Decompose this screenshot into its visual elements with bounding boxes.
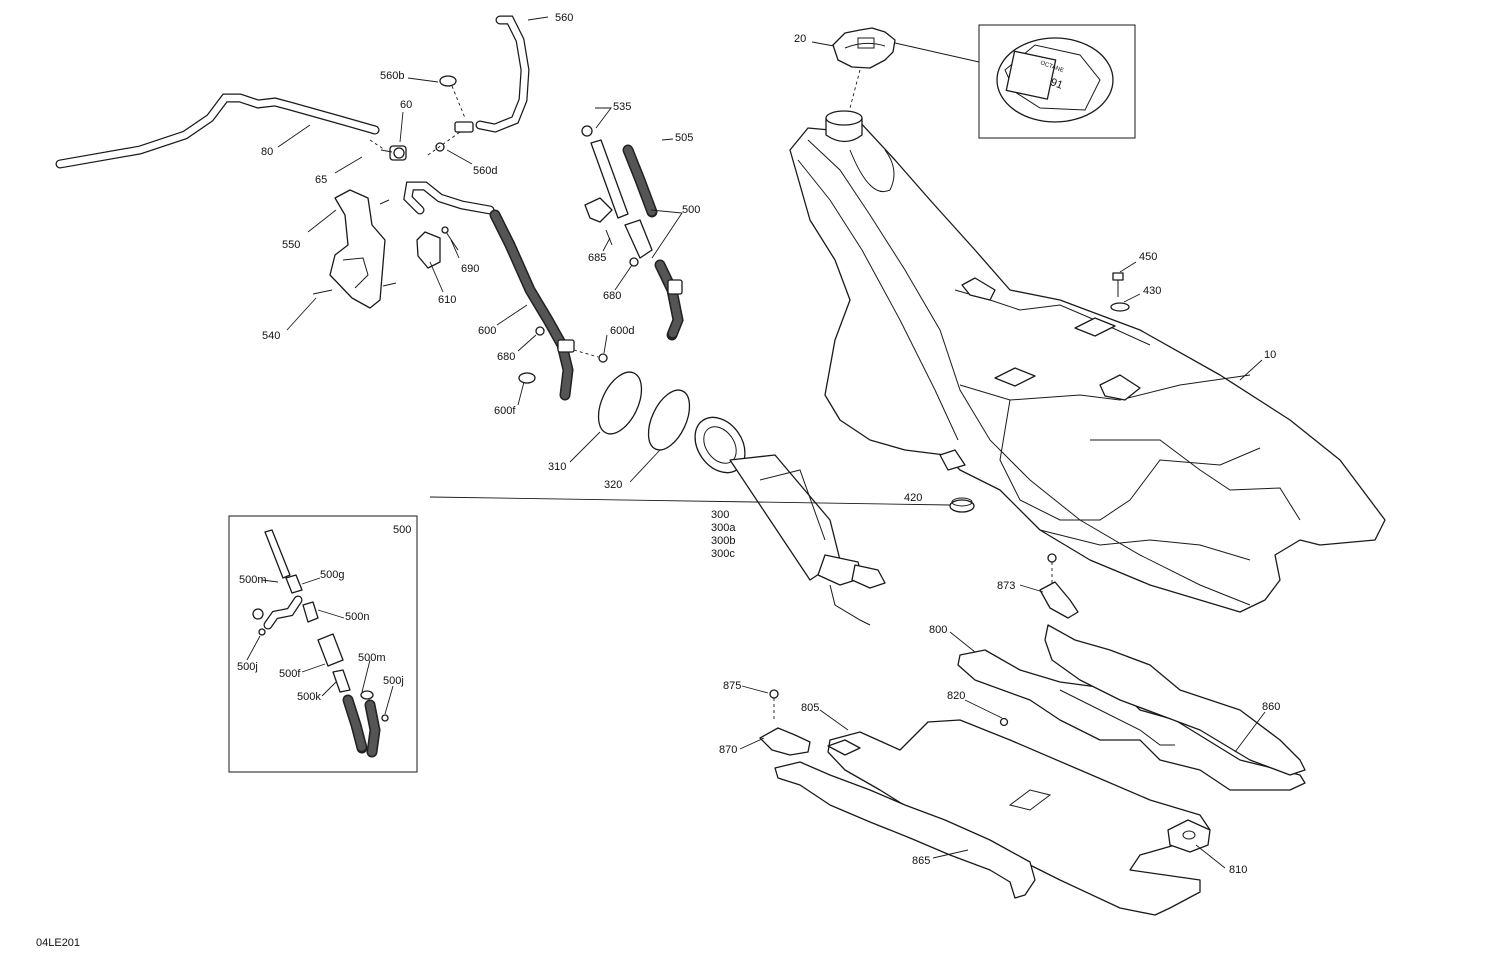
callout-535: 535 <box>613 101 631 113</box>
callout-600f: 600f <box>494 405 516 417</box>
callout-300b: 300b <box>711 535 735 547</box>
callout-875: 875 <box>723 680 741 692</box>
callout-860: 860 <box>1262 701 1280 713</box>
callout-10: 10 <box>1264 349 1276 361</box>
callout-865: 865 <box>912 855 930 867</box>
callout-300a: 300a <box>711 522 736 534</box>
o-ring-320 <box>647 389 691 451</box>
bracket-810 <box>1167 819 1211 853</box>
callout-60: 60 <box>400 99 412 111</box>
mounting-bracket-550 <box>307 189 397 309</box>
callout-320: 320 <box>604 479 622 491</box>
callout-690: 690 <box>461 263 479 275</box>
fuel-hose-600 <box>403 181 608 401</box>
callout-680-upper: 680 <box>603 290 621 302</box>
diagram-id: 04LE201 <box>36 937 80 949</box>
callout-810: 810 <box>1229 864 1247 876</box>
callout-300: 300 <box>711 509 729 521</box>
callout-500m-lower: 500m <box>358 652 386 664</box>
callout-450: 450 <box>1139 251 1157 263</box>
callout-420: 420 <box>904 492 922 504</box>
callout-560b: 560b <box>380 70 404 82</box>
clip-610 <box>416 231 441 269</box>
callout-600d: 600d <box>610 325 634 337</box>
callout-505: 505 <box>675 132 693 144</box>
callout-500f: 500f <box>279 668 301 680</box>
callout-500j-left: 500j <box>237 661 258 673</box>
hose-560 <box>475 15 530 133</box>
callout-560: 560 <box>555 12 573 24</box>
callout-550: 550 <box>282 239 300 251</box>
callout-820: 820 <box>947 690 965 702</box>
heat-shield-800 <box>957 649 1306 791</box>
callout-560d: 560d <box>473 165 497 177</box>
callout-610: 610 <box>438 294 456 306</box>
callout-500j-right: 500j <box>383 675 404 687</box>
callout-540: 540 <box>262 330 280 342</box>
callout-65: 65 <box>315 174 327 186</box>
callout-labels: 560 560b 60 80 65 560d 535 505 500 550 6… <box>36 12 1280 949</box>
callout-310: 310 <box>548 461 566 473</box>
callout-500g: 500g <box>320 569 344 581</box>
callout-80: 80 <box>261 146 273 158</box>
bolt-450 <box>1112 272 1124 297</box>
fuel-cap <box>832 27 896 109</box>
clamp-560b <box>439 75 466 119</box>
filter-detail-inset <box>228 515 418 773</box>
rubber-bumper-420 <box>949 497 975 513</box>
callout-500: 500 <box>682 204 700 216</box>
callout-600: 600 <box>478 325 496 337</box>
callout-685: 685 <box>588 252 606 264</box>
callout-500n: 500n <box>345 611 369 623</box>
heat-shield-860 <box>1044 624 1306 776</box>
bracket-870 <box>759 727 811 756</box>
callout-805: 805 <box>801 702 819 714</box>
fuel-cap-detail-inset: 91 OCTANE <box>894 24 1136 139</box>
callout-500m-upper: 500m <box>239 574 267 586</box>
vent-hose-80 <box>55 93 380 169</box>
detail-title-500: 500 <box>393 524 411 536</box>
fuel-tank <box>789 110 1386 613</box>
callout-20: 20 <box>794 33 806 45</box>
octane-number: 91 <box>1049 76 1065 91</box>
callout-500k: 500k <box>297 691 321 703</box>
screw-875 <box>769 689 779 722</box>
screw-upper-873 <box>1047 553 1057 585</box>
callout-870: 870 <box>719 744 737 756</box>
fuel-filter-assembly-500 <box>581 125 684 341</box>
o-ring-310 <box>597 371 643 435</box>
callout-873: 873 <box>997 580 1015 592</box>
callout-800: 800 <box>929 624 947 636</box>
nut-820 <box>999 717 1009 727</box>
callout-300c: 300c <box>711 548 735 560</box>
leader-lines <box>246 16 1266 869</box>
callout-680-lower: 680 <box>497 351 515 363</box>
rollover-valve-60 <box>380 145 407 161</box>
fuel-pump-module <box>694 416 886 626</box>
washer-430 <box>1110 302 1130 312</box>
callout-430: 430 <box>1143 285 1161 297</box>
fitting-560d <box>427 121 474 156</box>
screw-690 <box>441 226 459 251</box>
bracket-873 <box>1039 581 1079 619</box>
heat-shield-865 <box>774 761 1036 899</box>
